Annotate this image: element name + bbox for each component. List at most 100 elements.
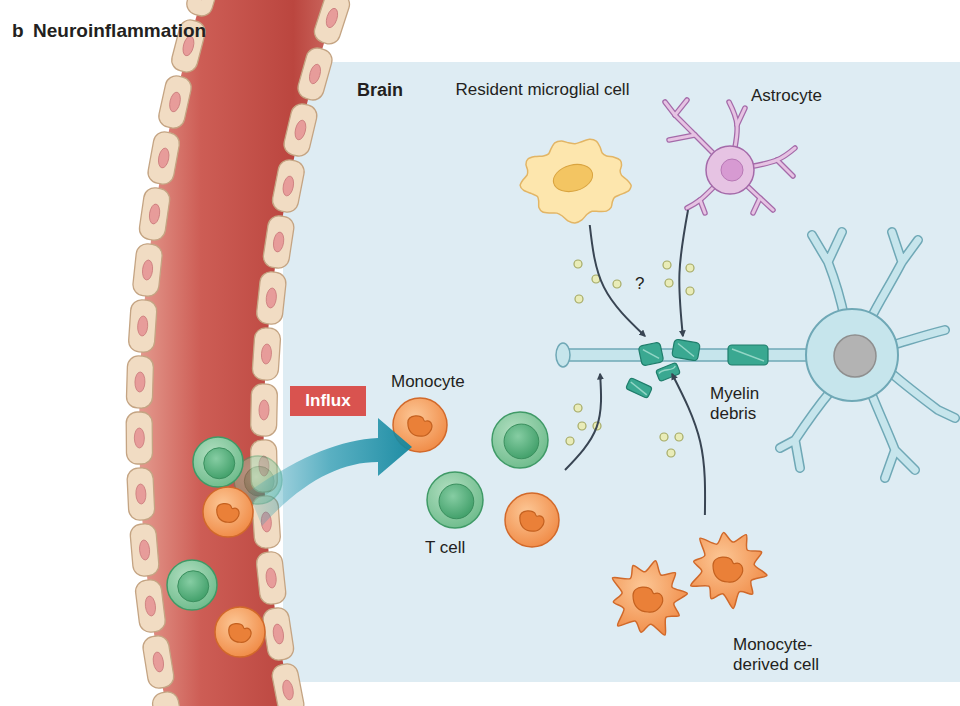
endothelial-cell xyxy=(282,102,319,159)
endothelial-body xyxy=(250,440,277,493)
endothelial-body xyxy=(151,690,187,706)
cytokine-dot xyxy=(686,264,694,272)
endothelial-cell xyxy=(129,523,159,577)
endothelial-nucleus xyxy=(261,512,272,533)
axon-terminal xyxy=(556,343,570,367)
cytokine-dot xyxy=(566,437,574,445)
endothelial-cell xyxy=(250,440,277,493)
myelin-sheath xyxy=(728,345,768,365)
endothelial-cell xyxy=(157,74,194,130)
astrocyte-nucleus xyxy=(721,159,743,181)
cytokine-dot xyxy=(663,261,671,269)
endothelial-nucleus xyxy=(181,35,196,57)
astrocyte-process xyxy=(675,100,687,115)
endothelial-body xyxy=(169,18,207,75)
myelin-wrap xyxy=(672,339,701,361)
cell-nucleus xyxy=(408,416,432,436)
myelin-fragment-line xyxy=(658,366,675,374)
endothelial-nucleus xyxy=(142,260,154,281)
endothelial-body xyxy=(252,327,281,381)
endothelial-body xyxy=(256,271,287,326)
endothelial-cell xyxy=(126,356,154,409)
astrocyte-process-outline xyxy=(675,100,687,115)
endothelial-nucleus xyxy=(307,63,322,85)
endothelial-cell xyxy=(126,412,152,464)
endothelial-body xyxy=(312,0,353,47)
cell-body xyxy=(492,412,548,468)
endothelial-body xyxy=(146,130,181,186)
region-label: Brain xyxy=(357,80,437,101)
astrocyte-body xyxy=(706,146,754,194)
endothelial-cell xyxy=(151,690,187,706)
t-cell xyxy=(234,456,282,504)
endothelial-cell xyxy=(141,634,175,689)
cell-body xyxy=(393,398,447,452)
endothelial-cell xyxy=(146,130,181,186)
cell-label: T cell xyxy=(425,538,505,558)
endothelial-body xyxy=(141,634,175,689)
astrocyte-process xyxy=(669,135,695,140)
cell-illustration xyxy=(455,80,630,225)
cytokine-dot xyxy=(575,295,583,303)
endothelial-nucleus xyxy=(168,91,182,113)
endothelial-cell xyxy=(312,0,353,47)
endothelial-body xyxy=(255,551,286,605)
endothelial-nucleus xyxy=(261,344,272,365)
astrocyte-process-outline xyxy=(665,102,675,115)
macrophage-cell xyxy=(691,533,767,609)
cell-body xyxy=(691,533,767,609)
astrocyte-process-outline xyxy=(777,160,793,176)
endothelial-nucleus xyxy=(272,623,285,644)
astrocyte-process xyxy=(737,108,745,125)
endothelial-nucleus xyxy=(135,484,146,504)
cell-nucleus xyxy=(229,624,251,643)
panel-letter: b xyxy=(12,20,24,42)
endothelial-nucleus xyxy=(265,568,277,589)
microglia-cell: Resident microglial cell xyxy=(455,80,630,225)
cytokine-dots xyxy=(566,260,694,457)
endothelial-body xyxy=(262,214,296,269)
endothelial-nucleus xyxy=(152,651,165,672)
cell-body xyxy=(234,456,282,504)
blood-vessel xyxy=(126,0,352,706)
endothelial-body xyxy=(128,299,157,353)
endothelial-body xyxy=(127,467,155,520)
cell-body xyxy=(203,487,253,537)
cytokine-dot xyxy=(592,275,600,283)
myelin-fold xyxy=(643,347,659,362)
endothelial-cell xyxy=(250,384,277,437)
cytokine-dot xyxy=(613,280,621,288)
t-cell xyxy=(167,560,217,610)
endothelial-nucleus xyxy=(293,119,307,141)
endothelial-body xyxy=(132,243,163,297)
endothelial-nucleus xyxy=(148,203,161,224)
astrocyte-cell: Astrocyte xyxy=(645,80,820,210)
endothelial-cell xyxy=(169,18,207,75)
endothelial-cell xyxy=(128,299,157,353)
endothelial-nucleus xyxy=(259,400,269,420)
process-arrow xyxy=(565,374,601,470)
endothelial-body xyxy=(252,495,281,549)
cell-nucleus xyxy=(504,424,539,459)
cytokine-dot xyxy=(665,279,673,287)
cell-label: Monocyte-derived cell xyxy=(733,635,838,674)
endothelial-nucleus xyxy=(139,540,151,561)
monocyte-cell xyxy=(505,493,559,547)
macrophage-cell xyxy=(612,561,687,635)
endothelial-body xyxy=(250,384,277,437)
astrocyte-process-outline xyxy=(737,108,745,125)
endothelial-nucleus xyxy=(259,456,269,476)
astrocyte-process-outline xyxy=(753,198,760,213)
endothelial-body xyxy=(262,606,295,661)
endothelial-nucleus xyxy=(324,7,340,29)
endothelial-cell xyxy=(252,327,281,381)
astrocyte-process-outline xyxy=(669,135,695,140)
endothelial-cell xyxy=(270,662,305,706)
myelin-debris xyxy=(626,362,681,398)
cell-illustration xyxy=(385,372,565,562)
microglia-body xyxy=(520,139,631,223)
endothelial-cell xyxy=(138,186,171,241)
process-arrow xyxy=(679,210,688,336)
t-cell xyxy=(492,412,548,468)
cell-label: Resident microglial cell xyxy=(455,80,630,100)
